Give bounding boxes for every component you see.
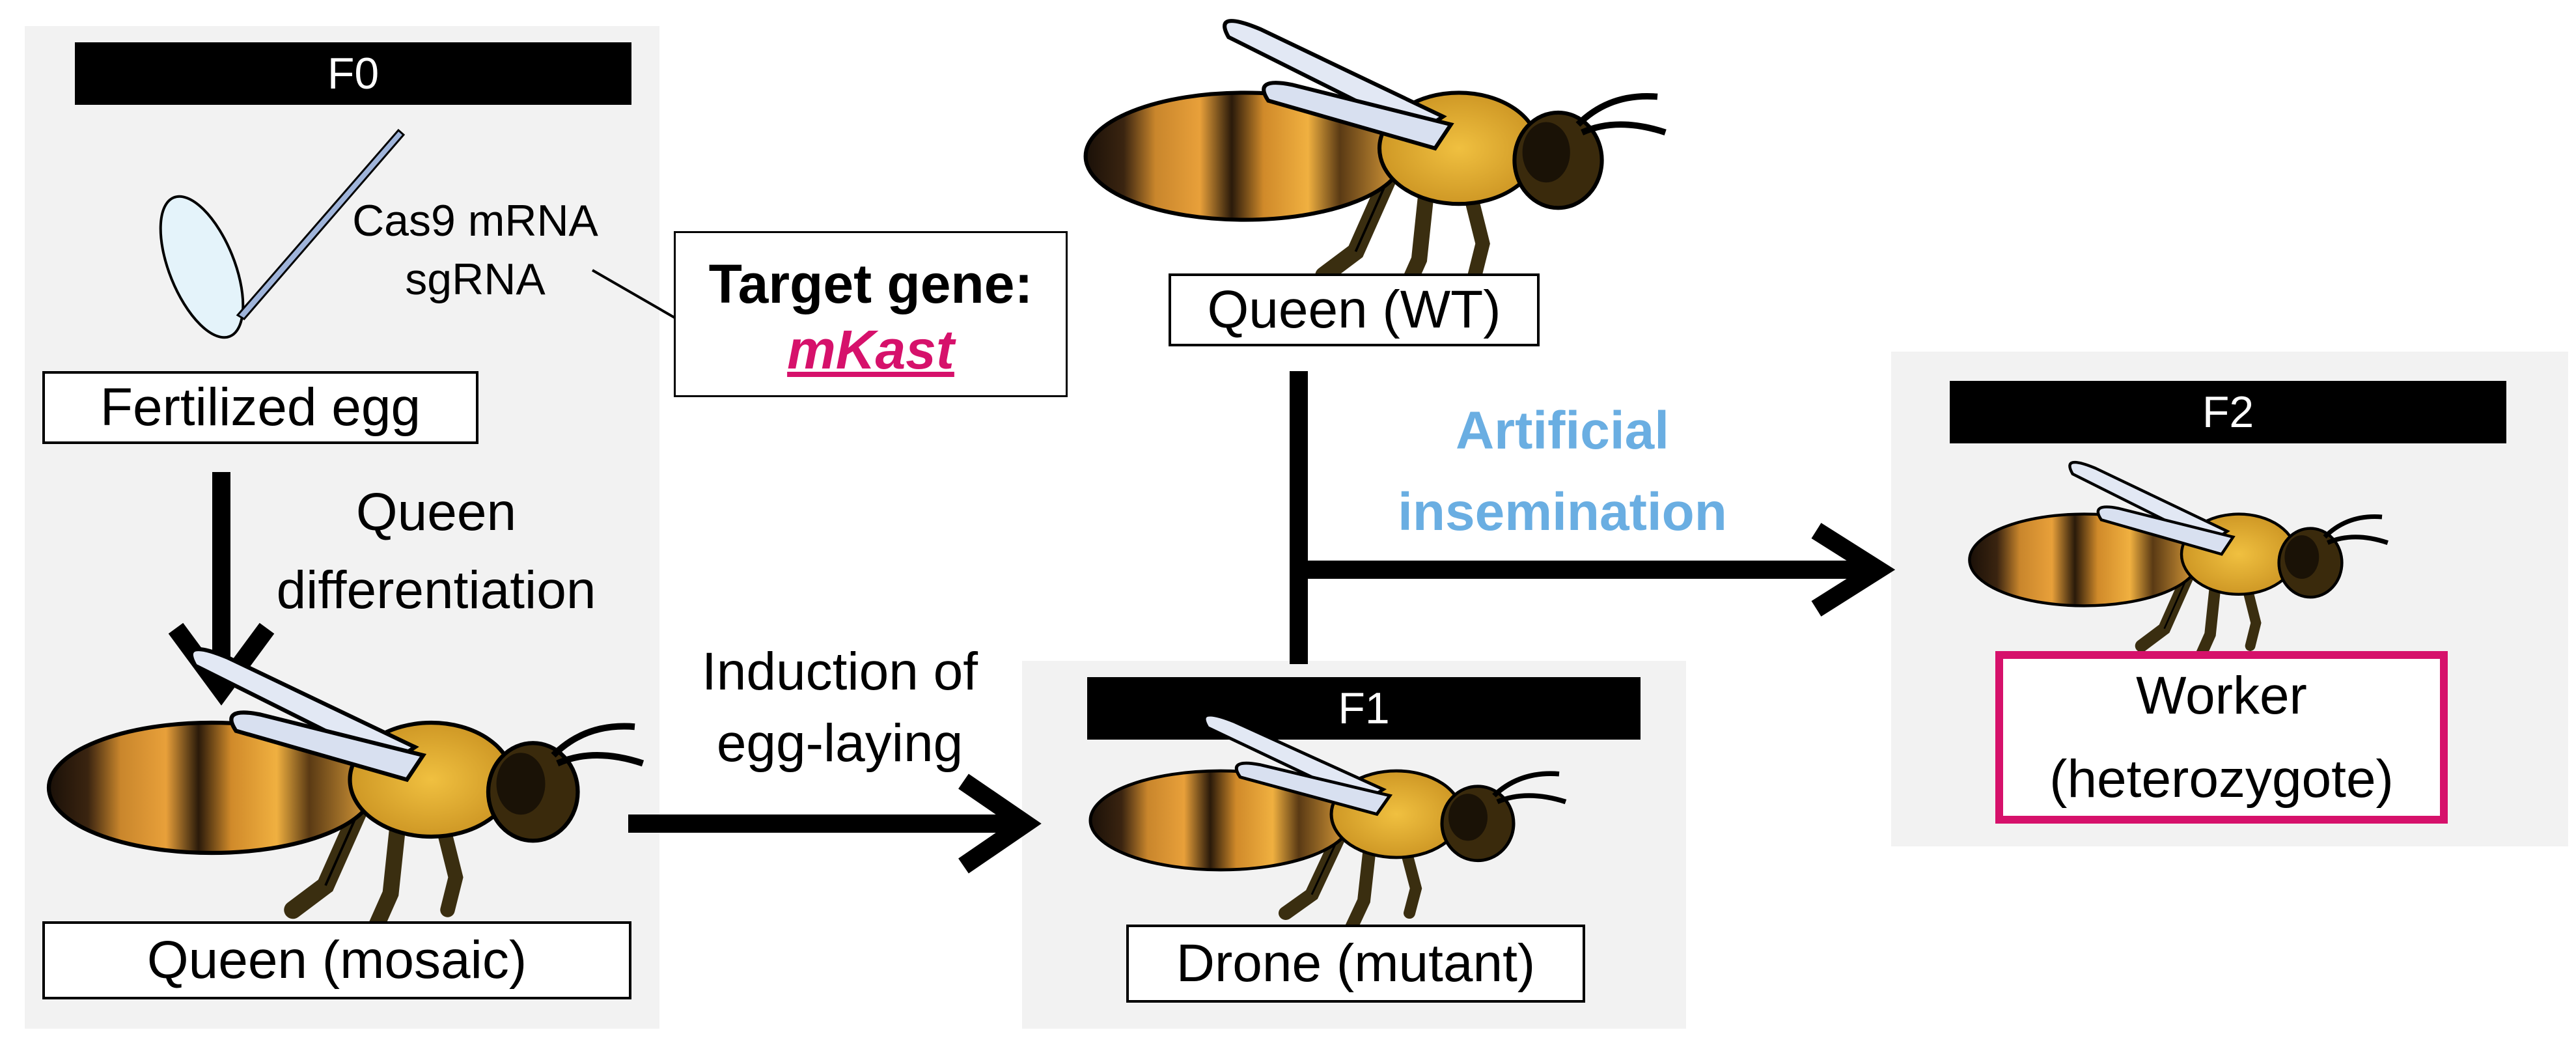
fertilized-egg-label: Fertilized egg [42, 371, 478, 444]
queen-differentiation-line2: differentiation [276, 561, 596, 620]
queen-differentiation-line1: Queen [355, 482, 517, 542]
queen-wt-label: Queen (WT) [1169, 273, 1540, 346]
insemination-arrow [1290, 371, 1896, 664]
induction-line2: egg-laying [716, 714, 963, 773]
f0-title-bar: F0 [75, 42, 631, 105]
induction-line1: Induction of [702, 642, 978, 701]
target-gene-connector [592, 269, 678, 320]
worker-label-line1: Worker [2136, 666, 2307, 726]
insemination-line2: insemination [1398, 482, 1727, 542]
worker-label-line2: (heterozygote) [2049, 749, 2394, 809]
queen-mosaic-bee-icon [49, 649, 643, 930]
f1-title-bar: F1 [1087, 677, 1641, 740]
target-gene-box: Target gene: mKast [674, 231, 1068, 397]
f2-title-bar: F2 [1950, 381, 2506, 443]
target-gene-heading: Target gene: [708, 253, 1033, 314]
induction-arrow [628, 773, 1042, 874]
cas9-mrna-label: Cas9 mRNA [352, 196, 598, 245]
sgrna-label: sgRNA [405, 255, 546, 304]
target-gene-name: mKast [787, 319, 954, 380]
drone-mutant-label: Drone (mutant) [1126, 925, 1585, 1003]
queen-differentiation-arrow [168, 472, 275, 706]
queen-mosaic-label: Queen (mosaic) [42, 921, 631, 999]
injection-needle-icon [236, 128, 406, 320]
insemination-line1: Artificial [1455, 401, 1670, 460]
queen-wt-bee-icon [1086, 21, 1666, 295]
worker-heterozygote-label: Worker (heterozygote) [1995, 651, 2448, 824]
worker-bee-icon [1969, 462, 2387, 660]
drone-bee-icon [1090, 715, 1566, 928]
egg-icon [159, 195, 245, 339]
